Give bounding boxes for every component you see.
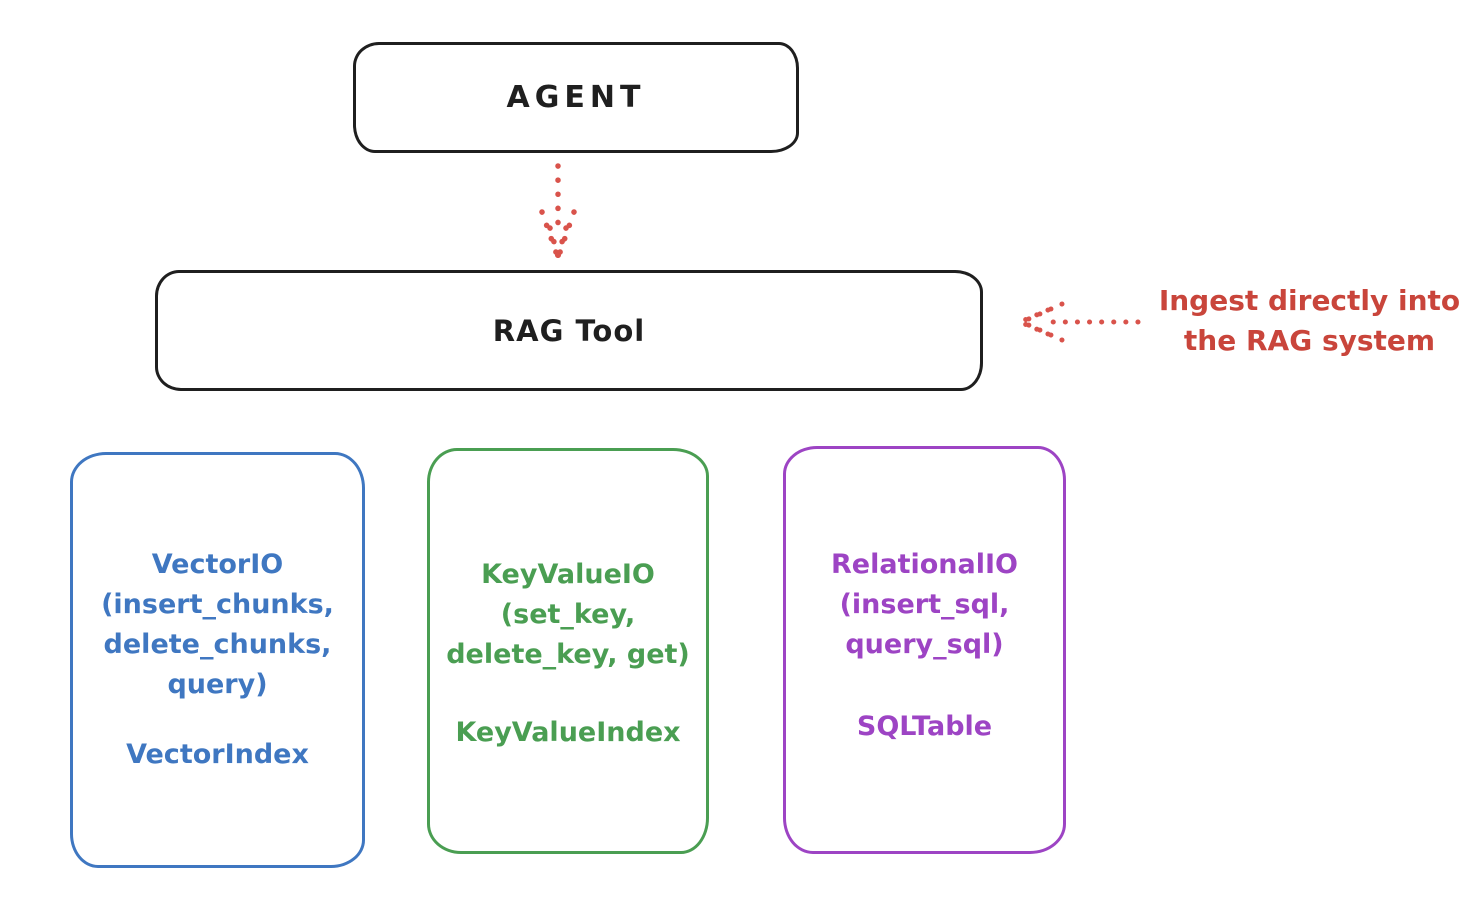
keyvalue-io-line: KeyValueIO bbox=[481, 559, 655, 590]
dotted-arrow-down-icon bbox=[539, 163, 577, 261]
agent-box: AGENT bbox=[353, 42, 799, 153]
vector-index-label: VectorIndex bbox=[126, 739, 309, 770]
vector-io-line: delete_chunks, bbox=[103, 629, 332, 660]
relational-io-box: RelationalIO (insert_sql, query_sql) SQL… bbox=[783, 446, 1066, 854]
keyvalue-io-box: KeyValueIO (set_key, delete_key, get) Ke… bbox=[427, 448, 709, 854]
ingest-annotation-line1: Ingest directly into bbox=[1158, 284, 1461, 317]
rag-tool-label: RAG Tool bbox=[492, 313, 646, 348]
vector-io-line: (insert_chunks, bbox=[101, 589, 334, 620]
vector-io-box: VectorIO (insert_chunks, delete_chunks, … bbox=[70, 452, 365, 868]
sql-table-label: SQLTable bbox=[856, 711, 993, 742]
vector-io-line: VectorIO bbox=[151, 549, 284, 580]
vector-io-line: query) bbox=[167, 669, 268, 700]
dotted-arrow-left-icon bbox=[1017, 301, 1141, 343]
relational-io-line: (insert_sql, bbox=[839, 589, 1010, 620]
relational-io-line: RelationalIO bbox=[831, 549, 1018, 580]
rag-tool-box: RAG Tool bbox=[155, 270, 983, 391]
relational-io-line: query_sql) bbox=[845, 629, 1004, 660]
ingest-annotation-line2: the RAG system bbox=[1183, 324, 1436, 357]
agent-label: AGENT bbox=[506, 80, 646, 115]
keyvalue-index-label: KeyValueIndex bbox=[455, 717, 681, 748]
keyvalue-io-line: delete_key, get) bbox=[446, 639, 690, 670]
keyvalue-io-line: (set_key, bbox=[500, 599, 636, 630]
ingest-annotation: Ingest directly into the RAG system bbox=[1135, 281, 1484, 361]
